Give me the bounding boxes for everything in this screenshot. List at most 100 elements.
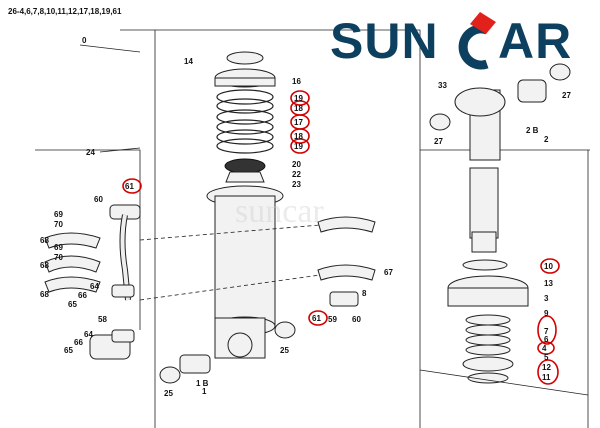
ring-6 [465,334,511,346]
label-70b: 70 [54,253,63,262]
label-18b: 18 [294,132,303,141]
highlight-18b [290,128,310,144]
highlight-19b [290,138,310,154]
label-27a: 27 [434,137,443,146]
label-22: 22 [292,170,301,179]
label-23: 23 [292,180,301,189]
label-19b: 19 [294,142,303,151]
leader-hose-2 [139,274,321,301]
subframe-left [35,149,141,330]
rod-thread [471,231,497,253]
rod-eye [227,332,253,358]
label-13: 13 [544,279,553,288]
piston-rod [469,167,499,239]
clamp-67 [317,264,376,281]
label-9: 9 [544,309,549,318]
label-16: 16 [292,77,301,86]
ring-5 [462,356,514,372]
clamp-68b [44,255,101,273]
label-17: 17 [294,118,303,127]
label-68c: 68 [40,290,49,299]
seal-19b [216,138,274,154]
label-5: 5 [544,353,549,362]
nut-20 [224,158,266,174]
ring-9 [465,314,511,326]
highlight-61b [308,310,328,326]
label-69a: 69 [54,210,63,219]
label-69b: 69 [54,243,63,252]
logo-c-mark [458,12,496,70]
header-note: 26-4,6,7,8,10,11,12,17,18,19,61 [8,7,122,16]
label-64a: 64 [90,282,99,291]
label-68b: 68 [40,261,49,270]
label-3: 3 [544,294,549,303]
label-61b: 61 [312,314,321,323]
flange-8 [329,291,359,307]
leader-hose-1 [139,224,321,241]
label-12: 12 [542,363,551,372]
label-19a: 19 [294,94,303,103]
label-4: 4 [542,344,547,353]
label-6: 6 [544,335,549,344]
leader-0 [79,44,141,53]
label-66a: 66 [78,291,87,300]
seal-18a [216,98,274,114]
logo-text-right: AR [498,13,572,69]
label-33: 33 [438,81,447,90]
bushing-2b [517,79,547,103]
label-2b: 2 B [526,126,539,135]
wiper-25b [274,321,296,339]
label-65b: 65 [64,346,73,355]
clamp-mid-1 [317,216,376,233]
gland-body [214,77,276,87]
logo-text-left: SUN [330,13,439,69]
label-2: 2 [544,135,549,144]
lock-nut [225,171,265,183]
label-27b: 27 [562,91,571,100]
label-59: 59 [328,315,337,324]
flange-64b [111,329,135,343]
seal-27b [549,63,571,81]
seal-17b [216,119,274,135]
label-0: 0 [82,36,87,45]
wiper-25a [159,366,181,384]
rod-eye-2 [454,87,506,117]
label-20: 20 [292,160,301,169]
clamp-68a [44,232,101,249]
ring-7 [465,324,511,336]
nut-14 [226,51,264,65]
label-68a: 68 [40,236,49,245]
label-60a: 60 [94,195,103,204]
leader-24 [99,147,141,153]
label-18a: 18 [294,104,303,113]
ring-12 [467,372,509,384]
label-7: 7 [544,327,549,336]
highlight-12-11 [537,359,559,385]
label-1b: 1 B [196,379,209,388]
label-25b: 25 [280,346,289,355]
seal-17a [216,109,274,125]
pipe-left-inner [120,214,130,301]
highlight-19a [290,90,310,106]
label-24: 24 [86,148,95,157]
ring-4 [465,344,511,356]
label-67: 67 [384,268,393,277]
flange-64a [111,284,135,298]
highlight-10 [540,258,560,274]
label-65a: 65 [68,300,77,309]
label-10: 10 [544,262,553,271]
suncar-logo: SUN AR [330,12,572,70]
seal-19a [216,89,274,105]
watermark-text: suncar [235,193,324,230]
clamp-68c [44,276,101,293]
highlight-4 [537,341,555,355]
piston-body [447,287,529,307]
label-14: 14 [184,57,193,66]
label-60b: 60 [352,315,361,324]
label-66b: 66 [74,338,83,347]
label-1: 1 [202,387,207,396]
label-70a: 70 [54,220,63,229]
seal-27a [429,113,451,131]
